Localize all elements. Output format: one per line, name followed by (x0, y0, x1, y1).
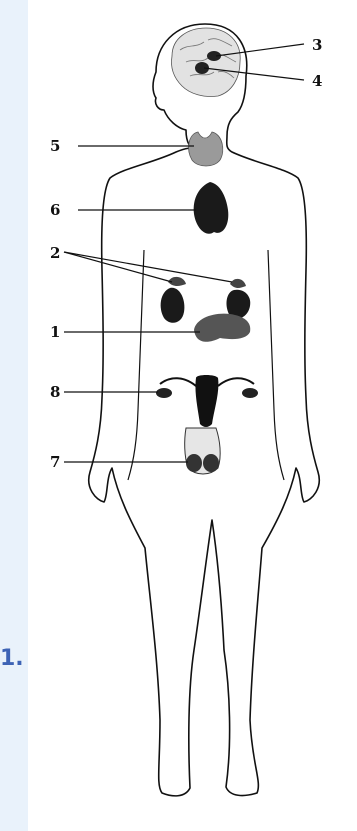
label-1: 1 (50, 323, 60, 341)
label-7: 7 (50, 453, 60, 471)
label-3: 3 (312, 36, 322, 54)
label-5: 5 (50, 137, 60, 155)
label-6: 6 (50, 201, 60, 219)
label-4: 4 (312, 72, 322, 90)
figure-number: 1. (0, 646, 24, 671)
right-testis (203, 454, 219, 472)
right-ovary (242, 388, 258, 398)
brain (171, 28, 240, 97)
label-8: 8 (50, 383, 60, 401)
left-testis (186, 454, 202, 472)
label-2: 2 (50, 244, 60, 262)
left-ovary (156, 388, 172, 398)
